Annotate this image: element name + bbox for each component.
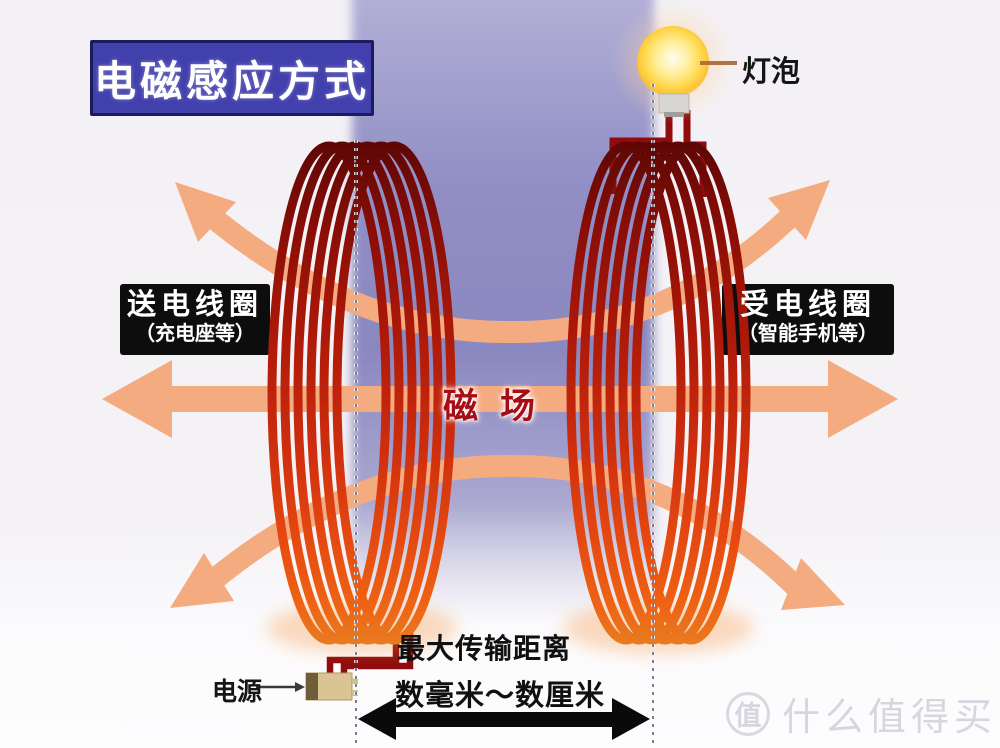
distance-range-value: 数毫米～数厘米 (394, 680, 606, 712)
arrowhead-down-left (170, 553, 234, 608)
receiver-label-box (722, 284, 894, 355)
transmitter-coil (267, 141, 456, 645)
sender-coil-label: 送电线圈 （充电座等） (120, 289, 270, 347)
sender-label-box (120, 284, 270, 355)
page-title: 电磁感应方式 (90, 40, 374, 116)
arrowhead-up-left (175, 182, 236, 242)
light-bulb-icon (611, 0, 737, 124)
watermark: 值 什么值得买 (726, 686, 997, 741)
label-boxes (120, 284, 894, 355)
power-leader-arrowhead (295, 682, 305, 692)
distance-arrow (358, 698, 650, 740)
sender-coil-name: 送电线圈 (126, 289, 263, 321)
power-connector-icon (256, 672, 358, 701)
bulb-label: 灯泡 (742, 56, 801, 88)
sender-coil-subname: （充电座等） (135, 323, 255, 345)
arrowhead-down-right (781, 558, 845, 610)
receiver-coil-name: 受电线圈 (739, 289, 876, 321)
receiver-coil-label: 受电线圈 （智能手机等） (722, 289, 894, 347)
coil-axis-guides (354, 84, 655, 746)
receiver-coil-subname: （智能手机等） (738, 323, 878, 345)
arrowhead-up-right (768, 180, 830, 240)
max-distance-caption: 最大传输距离 (396, 633, 572, 664)
receiver-coil (566, 141, 751, 645)
power-source-label: 电源 (212, 678, 263, 706)
magnetic-field-label: 磁场 (442, 387, 558, 426)
watermark-logo-icon: 值 (726, 691, 770, 736)
watermark-text: 什么值得买 (782, 697, 998, 739)
